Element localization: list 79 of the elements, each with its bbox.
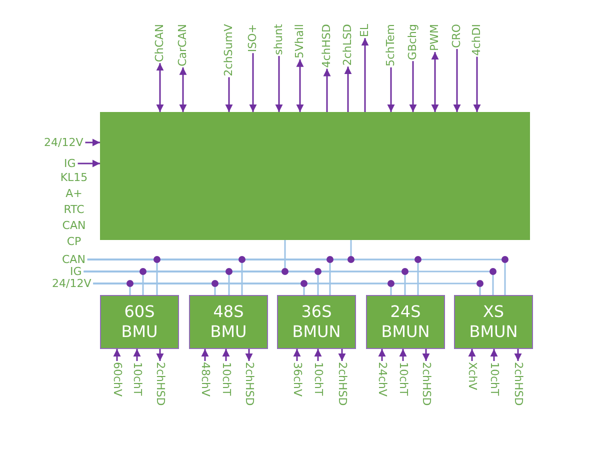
signal-label: ChCAN [153, 24, 167, 62]
signal-label: 2chSumV [222, 24, 236, 76]
arrow [468, 349, 476, 361]
signal-label: 24chV [375, 362, 389, 397]
signal-label: PWM [428, 24, 442, 52]
arrow [344, 66, 352, 112]
arrow [338, 349, 346, 361]
signal-label: 10chT [311, 362, 325, 396]
signal-label: 2chHSD [335, 362, 349, 406]
signal-label: 5chTem [384, 24, 398, 66]
arrow [361, 38, 369, 112]
arrow [422, 349, 430, 361]
bmu-box: 60S BMU [100, 295, 179, 349]
signal-label: 2chHSD [242, 362, 256, 406]
arrow [378, 349, 386, 361]
signal-label: 10chT [396, 362, 410, 396]
signal-label: 4chDI [470, 24, 484, 56]
arrow [156, 63, 164, 112]
bus-line [84, 270, 494, 295]
arrow [275, 56, 283, 112]
signal-label: 10chT [219, 362, 233, 396]
bmu-box: 24S BMUN [366, 295, 445, 349]
signal-label: 2chLSD [341, 24, 355, 66]
arrow [78, 160, 100, 168]
signal-label: 5Vhall [293, 24, 307, 58]
signal-label: EL [358, 24, 372, 38]
signal-label: 2chHSD [153, 362, 167, 406]
arrow [245, 349, 253, 361]
signal-label: 2chHSD [511, 362, 525, 406]
signal-label: XchV [465, 362, 479, 390]
bus-line [93, 282, 481, 295]
arrow [490, 349, 498, 361]
pin-label: RTC [62, 203, 86, 216]
arrow [296, 59, 304, 112]
bmu-box: XS BMUN [454, 295, 533, 349]
arrow [473, 56, 481, 112]
arrow [314, 349, 322, 361]
arrow [225, 77, 233, 112]
bus-label: 24/12V [52, 277, 92, 290]
bus-label: CAN [62, 253, 86, 266]
pin-label: KL15 [60, 171, 88, 184]
arrow [201, 349, 209, 361]
pin-label: CAN [61, 219, 87, 232]
bus-label: IG [70, 265, 82, 278]
signal-label: 2chHSD [419, 362, 433, 406]
arrow [409, 61, 417, 112]
signal-label: CRO [450, 24, 464, 48]
controller-box [100, 112, 530, 240]
signal-label: IG [64, 157, 76, 170]
arrow [387, 67, 395, 112]
signal-label: 60chV [110, 362, 124, 397]
signal-label: 10chT [130, 362, 144, 396]
signal-label: CarCAN [176, 24, 190, 66]
arrow [133, 349, 141, 361]
arrow [323, 68, 331, 112]
arrow [293, 349, 301, 361]
arrow [113, 349, 121, 361]
arrow [179, 67, 187, 112]
bus-line [87, 258, 506, 295]
bmu-box: 48S BMU [189, 295, 268, 349]
bmu-box: 36S BMUN [277, 295, 356, 349]
pin-label: A+ [64, 187, 84, 200]
arrow [222, 349, 230, 361]
signal-label: 36chV [290, 362, 304, 397]
arrow [85, 138, 100, 146]
arrow [514, 349, 522, 361]
pin-label: CP [66, 235, 82, 248]
signal-label: 4chHSD [320, 24, 334, 68]
signal-label: 48chV [198, 362, 212, 397]
signal-label: ISO+ [246, 24, 260, 52]
arrow [453, 48, 461, 112]
arrow [399, 349, 407, 361]
signal-label: 24/12V [44, 136, 84, 149]
arrow [156, 349, 164, 361]
signal-label: GBchg [406, 24, 420, 60]
signal-label: shunt [272, 24, 286, 55]
arrow [249, 53, 257, 112]
arrow [431, 52, 439, 112]
signal-label: 10chT [487, 362, 501, 396]
